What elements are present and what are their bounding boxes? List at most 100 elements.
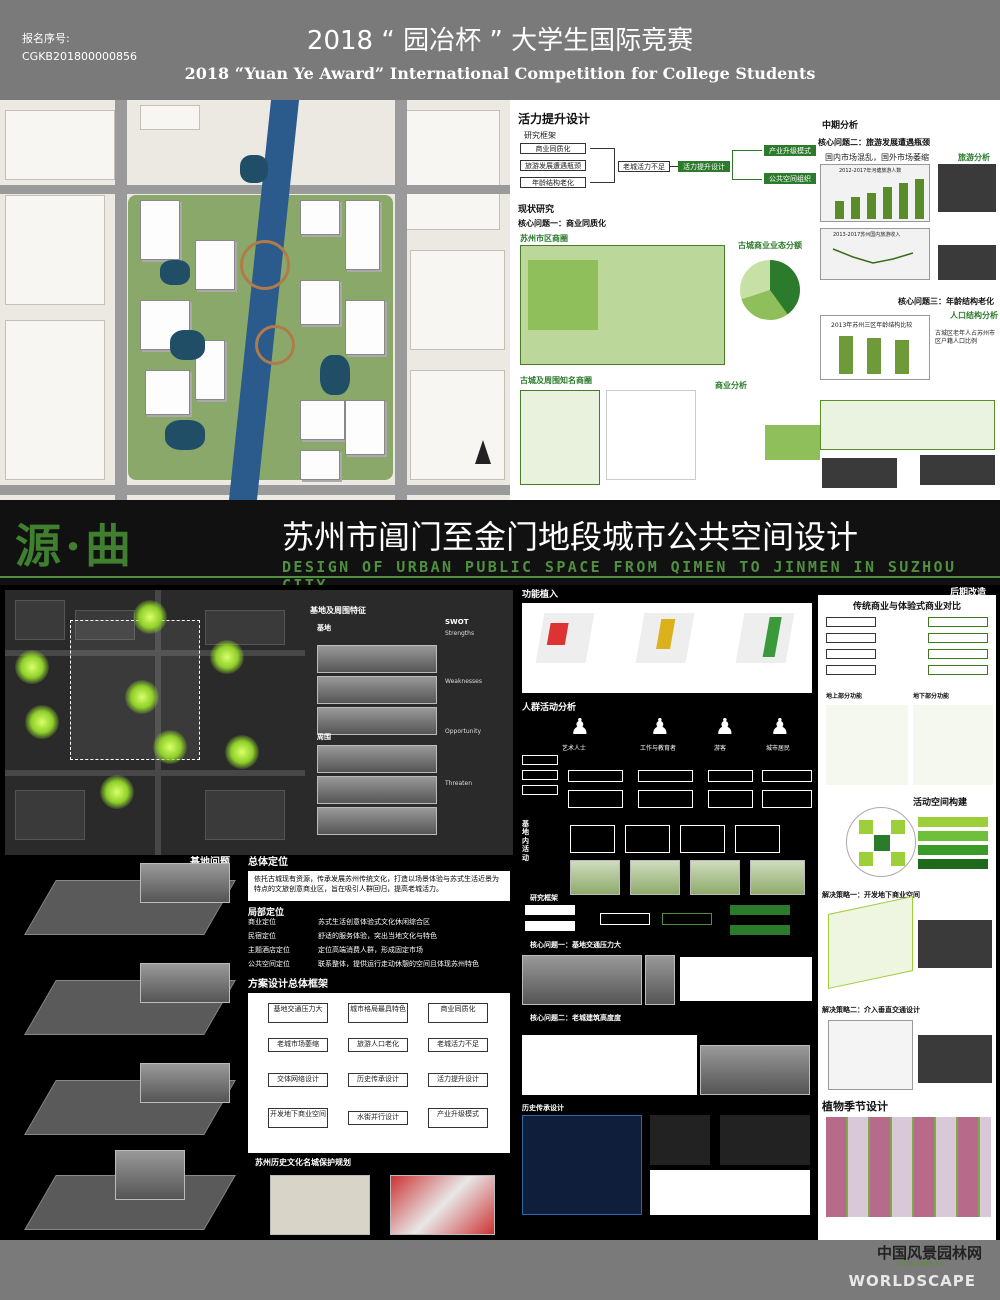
activity-core: [874, 835, 890, 851]
building: [140, 200, 180, 260]
domestic-note: 国内市场混乱，国外市场萎缩: [825, 153, 929, 162]
activity-legend: [918, 859, 988, 869]
crowd-heading: 人群活动分析: [522, 703, 577, 713]
map-legend-box: [528, 260, 598, 330]
strategy-1-note: [918, 920, 992, 968]
overall-positioning-text: 依托古城现有资源，传承发展苏州传统文化，打造以场景体验与苏式生活近景为特点的文旅…: [248, 871, 510, 901]
age-structure-chart: 2013年苏州三区年龄结构比较: [820, 315, 930, 380]
activity-node-icon: [125, 680, 159, 714]
crowd-cell: [762, 790, 812, 808]
commerce-summary-box: [765, 425, 820, 460]
connector: [590, 148, 615, 183]
underground-function-list: [913, 705, 993, 785]
site-context-map: 基地及周围特征 基地 周围 SWOT Strengths Weaknesses …: [5, 590, 513, 855]
activity-node-icon: [133, 600, 167, 634]
road: [395, 100, 407, 500]
map-block: [205, 610, 285, 645]
compare-box: [928, 633, 988, 643]
activity-node-icon: [15, 650, 49, 684]
research-framework-heading: 研究框架: [530, 894, 558, 902]
fw-left-box: 年龄结构老化: [520, 177, 586, 188]
scheme-box: 基地交通压力大: [268, 1003, 328, 1023]
plant-season-heading: 植物季节设计: [822, 1100, 888, 1113]
status-heading: 现状研究: [518, 205, 555, 215]
crowd-cell: [708, 770, 753, 782]
vitality-heading: 活力提升设计: [518, 112, 591, 126]
scheme-box: 商业同质化: [428, 1003, 488, 1023]
core-issue-3: 核心问题三：年龄结构老化: [898, 297, 994, 306]
commerce-compare-heading: 传统商业与体验式商业对比: [853, 602, 962, 612]
fw-mid-box-green: 活力提升设计: [678, 161, 730, 172]
chart-bar: [851, 197, 860, 219]
chart-bar: [867, 338, 881, 374]
site-label: 基地: [317, 624, 331, 632]
around-label: 周围: [317, 733, 331, 741]
function-zone: [762, 617, 782, 657]
connector: [732, 150, 762, 180]
crowd-type: 城市居民: [766, 745, 791, 752]
strategy-2-note: [918, 1035, 992, 1083]
core-issue-1: 核心问题一：商业同质化: [518, 219, 606, 228]
chla-logo[interactable]: 中国风景园林网: [876, 1244, 982, 1262]
scheme-box: 交体网络设计: [268, 1073, 328, 1087]
around-photo: [317, 776, 437, 804]
band-divider: [0, 576, 1000, 578]
competition-title-cn: 2018 “ 园冶杯 ” 大学生国际竞赛: [306, 26, 694, 56]
commerce-analysis-label: 商业分析: [715, 381, 747, 390]
road: [0, 185, 510, 194]
fw-right-box: 公共空间组织: [764, 173, 816, 184]
activity-render: [570, 860, 620, 895]
population-summary-box: [920, 455, 995, 485]
building: [300, 200, 340, 235]
map-block: [410, 250, 505, 350]
chart-bar: [899, 183, 908, 219]
tourism-label: 旅游分析: [958, 153, 990, 162]
swot-threaten: Threaten: [445, 780, 473, 787]
activity-cell: [859, 852, 873, 866]
compare-box: [928, 649, 988, 659]
map-block: [400, 110, 500, 230]
history-design-heading: 历史传承设计: [522, 1104, 564, 1112]
local-row-value: 苏式生活创意体验式文化休闲综合区: [318, 918, 430, 926]
framework-box: [525, 921, 575, 931]
traffic-photo: [522, 955, 642, 1005]
worker-icon: ♟: [650, 715, 670, 740]
scheme-box: 旅游人口老化: [348, 1038, 408, 1052]
footer: 中国风景园林网 chla.com.cn WORLDSCAPE: [0, 1240, 1000, 1300]
building: [345, 300, 385, 355]
project-title-cn: 苏州市阊门至金门地段城市公共空间设计: [282, 518, 859, 556]
worldscape-logo[interactable]: WORLDSCAPE: [848, 1272, 976, 1290]
chla-url[interactable]: chla.com.cn: [896, 1259, 945, 1268]
site-issue-heading: 基地问题: [190, 853, 230, 868]
water-street-diagram: [522, 1115, 642, 1215]
traffic-photo: [645, 955, 675, 1005]
map-block: [5, 320, 105, 480]
pond: [160, 260, 190, 285]
chart-title: 2013-2017苏州国内旅游收入: [833, 232, 901, 238]
population-note: 古城区老年人占苏州市区户籍人口比例: [935, 330, 996, 345]
site-photo: [317, 645, 437, 673]
crowd-cell: [638, 770, 693, 782]
local-row-value: 舒适的服务体验，突出当地文化与特色: [318, 932, 437, 940]
activity-node-icon: [225, 735, 259, 769]
bottom-core-issue-1: 核心问题一：基地交通压力大: [530, 941, 621, 949]
crowd-cell: [638, 790, 693, 808]
population-table: [820, 400, 995, 450]
plant-photo-grid: [826, 1117, 991, 1217]
map-block: [140, 105, 200, 130]
ground-function-heading: 地上部分功能: [826, 693, 863, 700]
analysis-panel: 活力提升设计 研究框架 商业同质化 旅游发展遭遇瓶颈 年龄结构老化 老城活力不足…: [510, 100, 1000, 500]
underground-function-heading: 地下部分功能: [913, 693, 950, 700]
crowd-type: 工作与教育者: [640, 745, 677, 752]
function-diagram: [535, 613, 595, 663]
local-row-label: 主题酒店定位: [248, 946, 290, 954]
framework-box: [525, 905, 575, 915]
building: [300, 280, 340, 325]
activity-cell: [859, 820, 873, 834]
old-city-share-label: 古城商业业态分额: [738, 241, 802, 250]
bottom-section: 基地及周围特征 基地 周围 SWOT Strengths Weaknesses …: [0, 585, 1000, 1245]
chart-bar: [835, 201, 844, 219]
activity-box: [570, 825, 615, 853]
protection-plan-heading: 苏州历史文化名城保护规划: [255, 1158, 351, 1167]
competition-title-en: 2018 “Yuan Ye Award” International Compe…: [184, 64, 816, 83]
